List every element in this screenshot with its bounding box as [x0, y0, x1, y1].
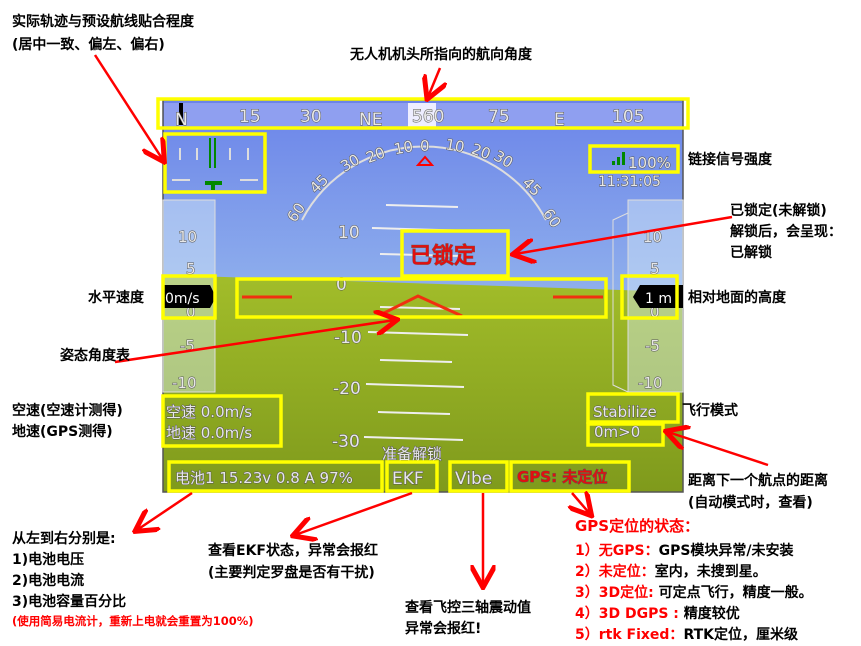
- annotation-altitude: 相对地面的高度: [688, 290, 786, 306]
- vibe-status[interactable]: Vibe: [455, 469, 493, 490]
- gps-state-item: 3）3D定位: 可定点飞行，精度一般。: [575, 585, 813, 601]
- heading-label: NE: [359, 110, 382, 130]
- ekf-status[interactable]: EKF: [392, 469, 425, 490]
- heading-label: N: [175, 110, 188, 130]
- clock: 11:31:05: [598, 174, 661, 190]
- annotation-vibe: 异常会报红!: [405, 621, 482, 637]
- annotation-ekf: 查看EKF状态，异常会报红: [208, 543, 378, 559]
- annotation-vibe: 查看飞控三轴震动值: [405, 600, 531, 616]
- speed-tape: 10 5 0 -5 -10 0m/s: [162, 199, 216, 393]
- annotation-track: 实际轨迹与预设航线贴合程度: [12, 14, 194, 30]
- heading-value: 560: [412, 107, 444, 127]
- pitch-label: 10: [338, 223, 360, 243]
- waypoint-distance: 0m>0: [594, 423, 640, 441]
- speed-label: -10: [172, 374, 197, 392]
- annotation-link: 链接信号强度: [688, 152, 772, 168]
- annotation-arm: 已解锁: [730, 245, 772, 261]
- speed-label: 10: [178, 228, 197, 246]
- roll-label: 0: [420, 137, 430, 155]
- gps-state-item: 2）未定位：室内，未搜到星。: [575, 564, 767, 580]
- ground: [163, 275, 683, 492]
- heading-label: E: [554, 110, 565, 130]
- pitch-label: -10: [334, 328, 362, 348]
- annotation-wp: (自动模式时，查看): [688, 495, 813, 511]
- gps-state-item: 4）3D DGPS : 精度较优: [575, 606, 740, 622]
- annotation-wp: 距离下一个航点的距离: [688, 473, 828, 489]
- heading-label: 75: [488, 107, 510, 127]
- battery-status: 电池1 15.23v 0.8 A 97%: [175, 469, 353, 487]
- annotation-ekf: (主要判定罗盘是否有干扰): [208, 565, 375, 581]
- annotation-battery: 1)电池电压: [12, 552, 85, 568]
- annotation-speeds: 空速(空速计测得): [12, 403, 123, 419]
- link-quality: 100% 11:31:05: [598, 152, 671, 191]
- groundspeed-readout: 地速 0.0m/s: [166, 424, 252, 442]
- arm-status: 已锁定: [410, 243, 476, 269]
- speed-readout: 0m/s: [165, 291, 200, 307]
- altitude-label: 0: [650, 303, 660, 321]
- pitch-label: 0: [336, 275, 347, 295]
- highlight-boxes: [156, 97, 690, 493]
- prearm-message: 准备解锁: [382, 445, 442, 463]
- speed-label: 0: [186, 303, 196, 321]
- speed-label: 5: [186, 260, 196, 278]
- annotation-battery: 从左到右分别是:: [12, 531, 116, 547]
- gps-state-item: 5）rtk Fixed：RTK定位，厘米级: [575, 627, 798, 643]
- annotation-speeds: 地速(GPS测得): [12, 424, 113, 440]
- link-quality-value: 100%: [628, 154, 671, 172]
- altitude-label: 5: [650, 260, 660, 278]
- annotation-arm: 已锁定(未解锁): [730, 203, 827, 219]
- track-deviation-indicator: [172, 138, 258, 190]
- annotation-mode: 飞行模式: [682, 403, 738, 419]
- heading-label: 15: [239, 107, 261, 127]
- heading-tape: N 15 30 NE 560 75 E 105: [164, 103, 682, 131]
- roll-label: 10: [444, 135, 466, 156]
- annotation-battery-note: (使用简易电流计，重新上电就会重置为100%): [12, 614, 254, 628]
- heading-label: 105: [612, 107, 644, 127]
- airspeed-readout: 空速 0.0m/s: [166, 403, 252, 421]
- altitude-label: -5: [645, 337, 660, 355]
- flight-mode: Stabilize: [593, 403, 657, 421]
- altitude-readout: 1 m: [645, 291, 672, 307]
- gps-status[interactable]: GPS: 未定位: [517, 468, 608, 487]
- gps-state-item: 1）无GPS：GPS模块异常/未安装: [575, 543, 794, 559]
- annotation-arm: 解锁后，会呈现：: [730, 224, 842, 240]
- heading-label: 30: [300, 107, 322, 127]
- annotation-gps-title: GPS定位的状态：: [575, 517, 700, 535]
- roll-label: 10: [393, 137, 415, 158]
- altitude-label: -10: [638, 374, 663, 392]
- pitch-label: -20: [333, 379, 361, 399]
- annotation-battery: 3)电池容量百分比: [12, 594, 127, 610]
- annotation-attitude: 姿态角度表: [60, 348, 130, 364]
- annotation-battery: 2)电池电流: [12, 573, 85, 589]
- annotation-arrows: [93, 54, 769, 585]
- annotation-hspeed: 水平速度: [88, 290, 144, 306]
- annotation-heading: 无人机机头所指向的航向角度: [350, 47, 532, 63]
- annotation-track: (居中一致、偏左、偏右): [12, 37, 165, 53]
- pitch-label: -30: [332, 432, 360, 452]
